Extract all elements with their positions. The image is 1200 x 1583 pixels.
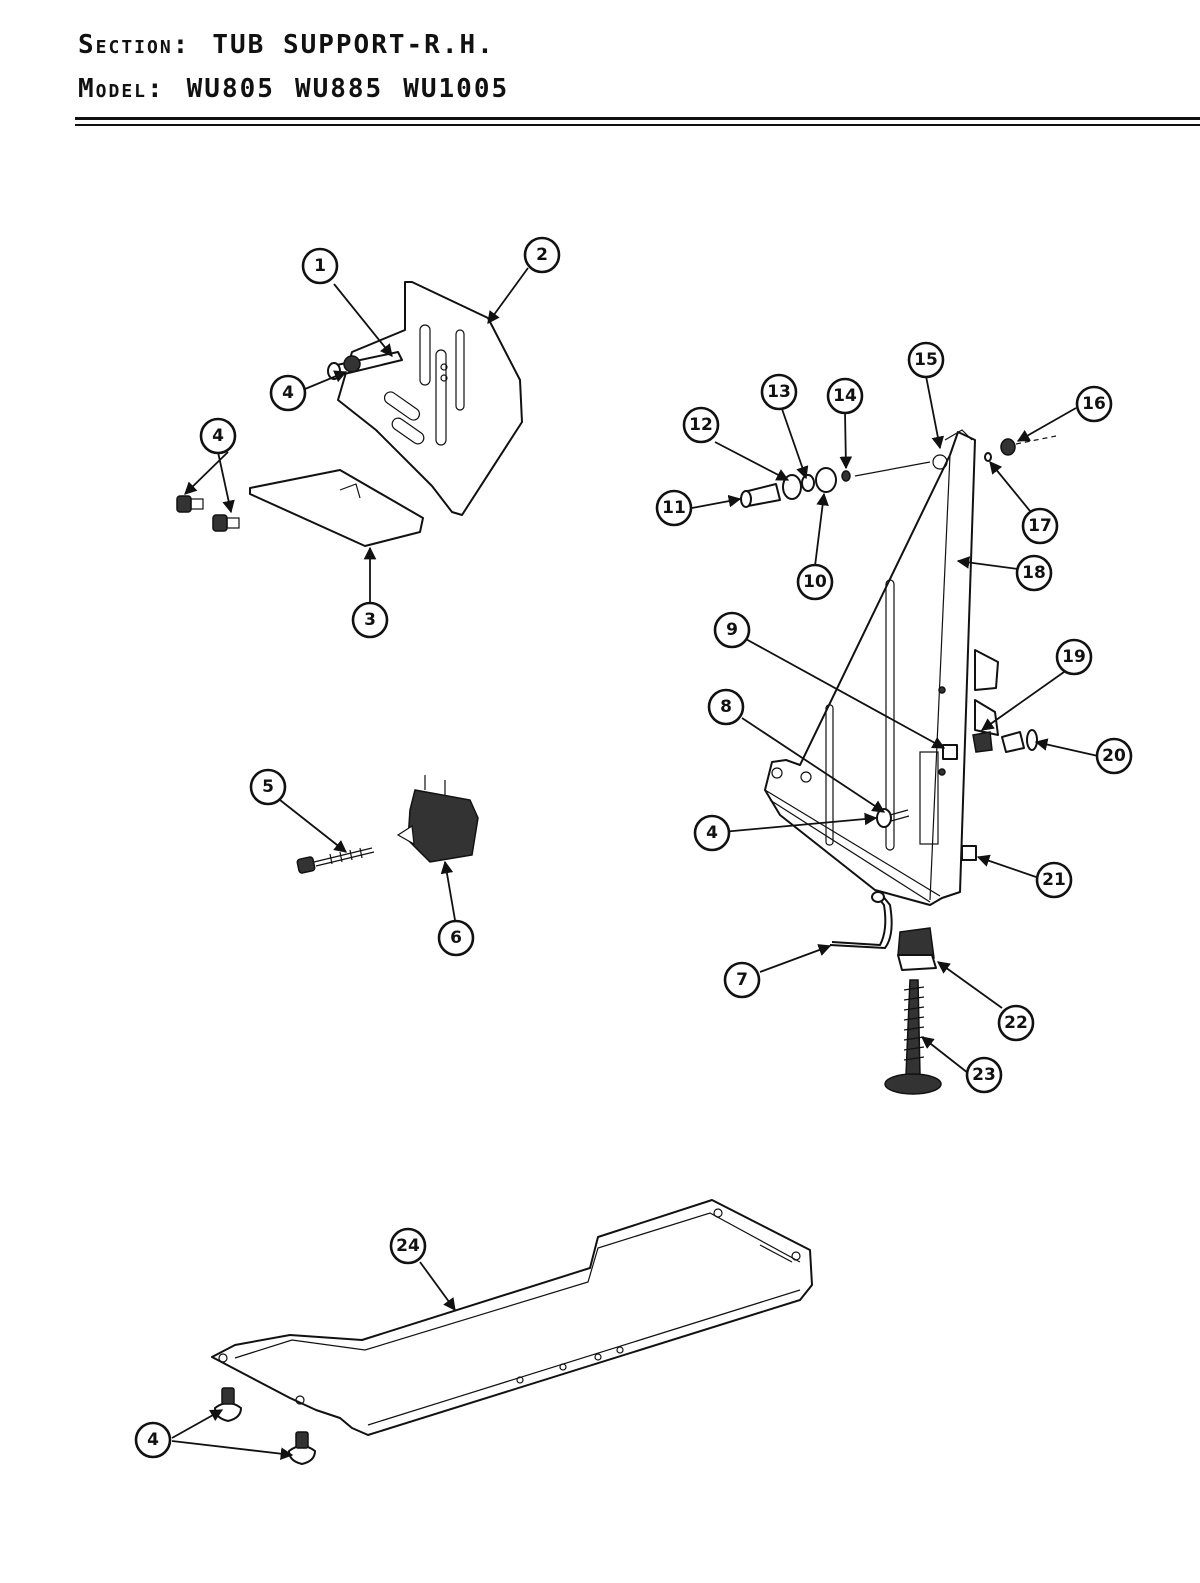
svg-text:2: 2: [536, 245, 548, 265]
svg-text:10: 10: [803, 572, 827, 592]
svg-text:1: 1: [314, 256, 326, 276]
screw-4a: [176, 495, 240, 532]
hardware-10-to-17: [740, 435, 1057, 508]
plate-part-24: [211, 1199, 813, 1436]
svg-text:11: 11: [662, 498, 686, 518]
svg-text:5: 5: [262, 777, 274, 797]
svg-text:14: 14: [833, 386, 857, 406]
svg-text:21: 21: [1042, 870, 1066, 890]
callout-7: 7: [723, 961, 761, 999]
model-wu1005: WU1005: [403, 74, 510, 104]
svg-text:20: 20: [1102, 746, 1126, 766]
callout-21: 21: [1035, 861, 1073, 899]
callout-4d: 4: [134, 1421, 172, 1459]
header-rule-top: [75, 117, 1200, 120]
callout-2: 2: [523, 236, 561, 274]
callout-23: 23: [965, 1056, 1003, 1094]
callout-5: 5: [249, 768, 287, 806]
svg-text:7: 7: [736, 970, 748, 990]
svg-text:4: 4: [212, 426, 224, 446]
callout-8: 8: [707, 688, 745, 726]
svg-text:3: 3: [364, 610, 376, 630]
svg-text:16: 16: [1082, 394, 1106, 414]
support-part-18: [764, 429, 999, 906]
svg-text:15: 15: [914, 350, 938, 370]
switch-part-6: [396, 775, 479, 863]
svg-text:23: 23: [972, 1065, 996, 1085]
svg-text:18: 18: [1022, 563, 1046, 583]
callout-24: 24: [389, 1227, 427, 1265]
section-value: TUB SUPPORT-R.H.: [212, 30, 495, 60]
section-heading: Section: TUB SUPPORT-R.H.: [78, 30, 495, 60]
screw-part-5: [296, 847, 375, 874]
svg-text:19: 19: [1062, 647, 1086, 667]
callout-16: 16: [1075, 385, 1113, 423]
header-rule-bottom: [75, 124, 1200, 126]
callout-4b: 4: [199, 417, 237, 455]
callout-4a: 4: [269, 374, 307, 412]
callout-14: 14: [826, 377, 864, 415]
callout-1: 1: [301, 247, 339, 285]
svg-text:24: 24: [396, 1236, 420, 1256]
model-heading: Model: WU805 WU885 WU1005: [78, 74, 509, 104]
svg-text:22: 22: [1004, 1013, 1028, 1033]
bracket-part-2: [337, 281, 523, 516]
callout-3: 3: [351, 601, 389, 639]
svg-text:8: 8: [720, 697, 732, 717]
foot-parts-7-22-23: [829, 891, 942, 1095]
callout-11: 11: [655, 489, 693, 527]
callout-13: 13: [760, 373, 798, 411]
svg-text:12: 12: [689, 415, 713, 435]
callout-22: 22: [997, 1004, 1035, 1042]
callout-10: 10: [796, 563, 834, 601]
callout-12: 12: [682, 406, 720, 444]
leader-lines: [171, 267, 1099, 1460]
callout-17: 17: [1021, 507, 1059, 545]
callout-19: 19: [1055, 638, 1093, 676]
svg-text:4: 4: [147, 1430, 159, 1450]
model-wu885: WU885: [294, 74, 384, 104]
callout-15: 15: [907, 341, 945, 379]
model-wu805: WU805: [186, 74, 275, 104]
svg-text:13: 13: [767, 382, 791, 402]
callout-4c: 4: [693, 814, 731, 852]
plate-part-3: [249, 469, 424, 547]
svg-text:6: 6: [450, 928, 462, 948]
callout-9: 9: [713, 611, 751, 649]
svg-text:4: 4: [282, 383, 294, 403]
model-label: Model:: [78, 74, 165, 104]
section-label: Section:: [78, 30, 191, 60]
svg-text:9: 9: [726, 620, 738, 640]
svg-text:4: 4: [706, 823, 718, 843]
svg-text:17: 17: [1028, 516, 1052, 536]
callout-6: 6: [437, 919, 475, 957]
callout-18: 18: [1015, 554, 1053, 592]
callout-20: 20: [1095, 737, 1133, 775]
